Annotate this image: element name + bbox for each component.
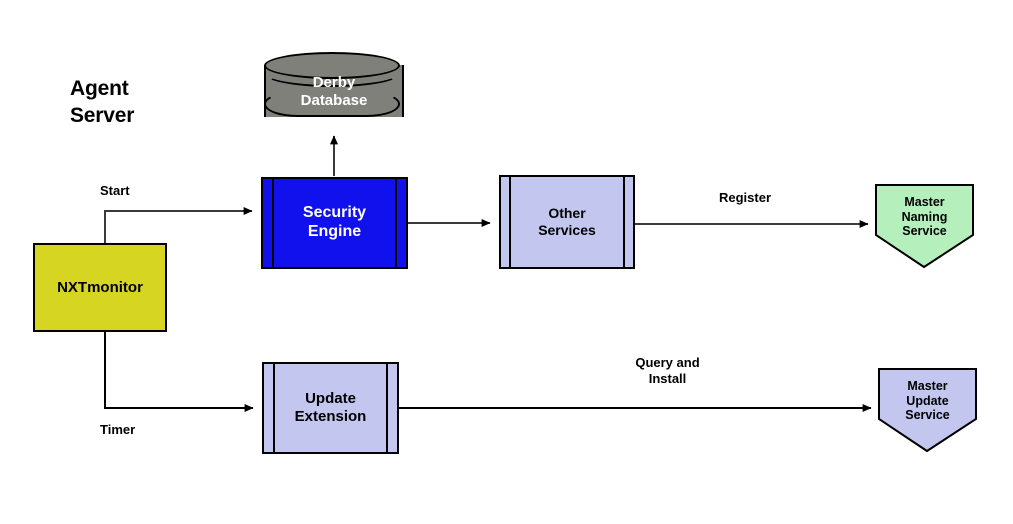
node-other-services[interactable] — [499, 175, 635, 269]
page-title: Agent Server — [70, 77, 135, 127]
node-security-engine[interactable] — [261, 177, 408, 269]
component-bar-right — [395, 177, 397, 269]
component-bar-right — [623, 175, 625, 269]
component-bar-right — [386, 362, 388, 454]
component-bar-left — [509, 175, 511, 269]
node-update-extension[interactable] — [262, 362, 399, 454]
cylinder-bottom — [264, 91, 400, 117]
node-nxtmonitor[interactable] — [33, 243, 167, 332]
component-bar-left — [272, 177, 274, 269]
edge-label-register: Register — [718, 190, 772, 205]
cylinder-lip — [264, 60, 400, 87]
node-master-update-service[interactable] — [877, 367, 978, 453]
node-master-naming-service[interactable] — [874, 183, 975, 269]
edge-label-query-install: Query and Install — [635, 355, 700, 386]
node-derby-database[interactable] — [264, 52, 404, 129]
component-bar-left — [273, 362, 275, 454]
edge-start — [104, 207, 253, 243]
edge-label-start: Start — [100, 183, 130, 198]
edge-timer — [104, 331, 254, 412]
edge-label-timer: Timer — [100, 422, 136, 437]
